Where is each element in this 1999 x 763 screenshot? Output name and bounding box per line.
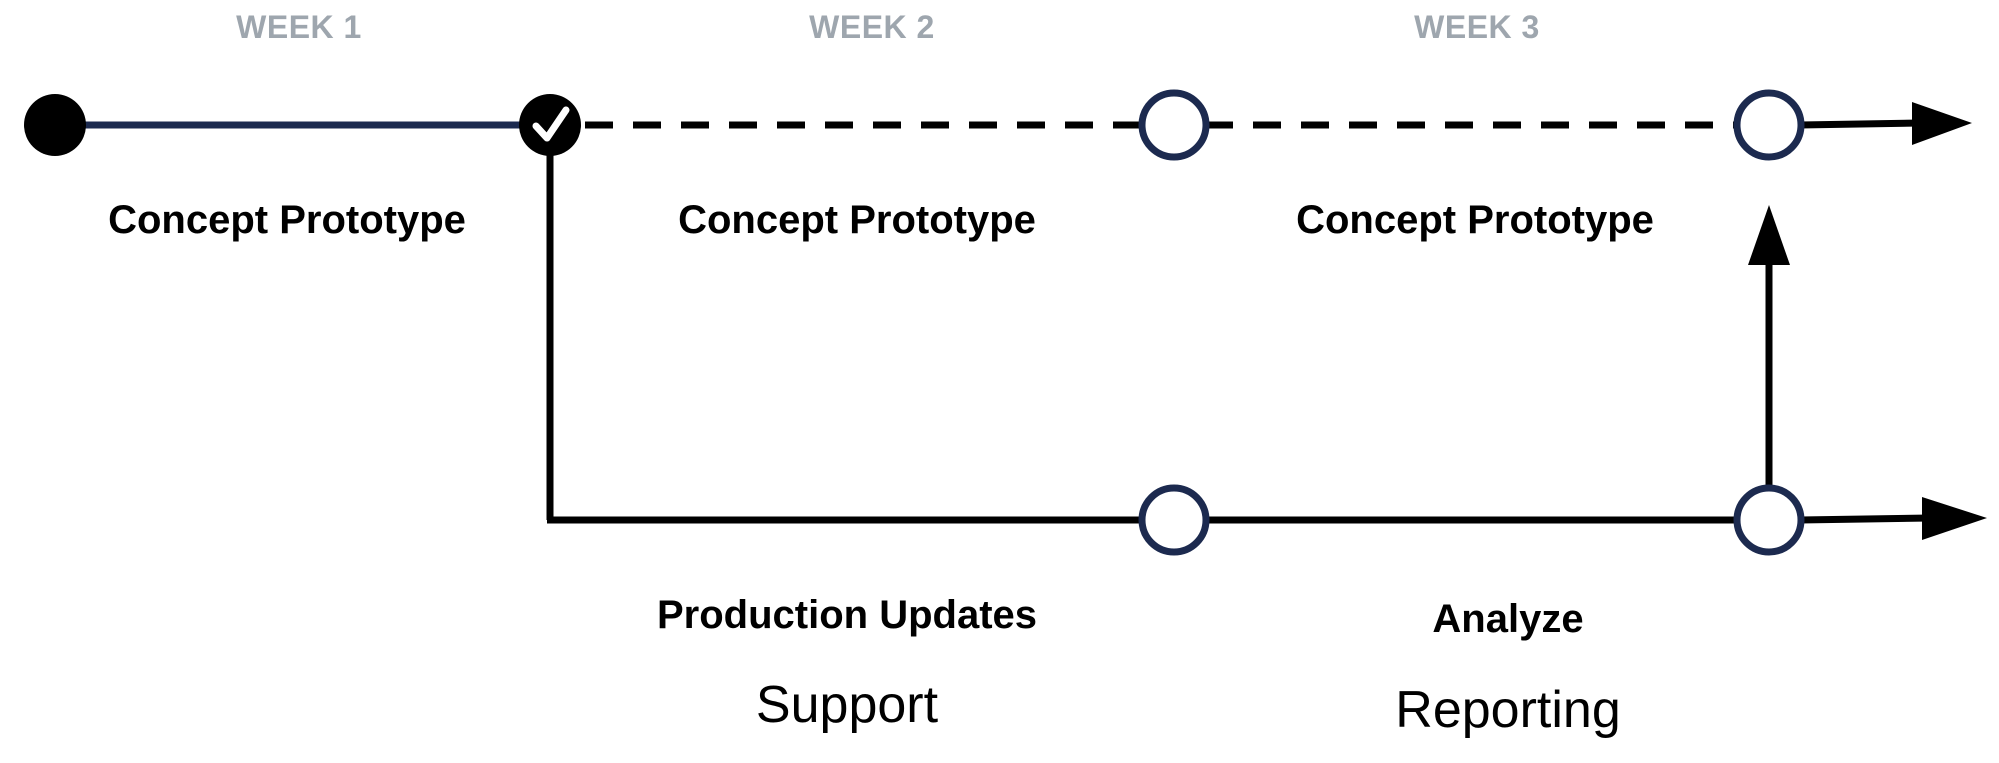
bottom-track-arrow-line (1799, 514, 1931, 524)
bottom-node-week3-hollow-circle-icon (1733, 484, 1805, 556)
top-node-week2-hollow-circle-icon (1138, 89, 1210, 161)
week-3-label: WEEK 3 (1414, 9, 1540, 45)
bottom-sublabel-1: Support (756, 676, 939, 734)
top-stage-label-1: Concept Prototype (108, 198, 466, 242)
top-stage-label-3: Concept Prototype (1296, 198, 1654, 242)
top-arrowhead-icon (1912, 102, 1972, 145)
top-node-week3-hollow-circle-icon (1733, 89, 1805, 161)
checkpoint-check-icon (519, 94, 581, 156)
top-track-arrow-line (1799, 119, 1921, 129)
bottom-sublabel-2: Reporting (1395, 681, 1620, 739)
bottom-arrowhead-icon (1922, 497, 1987, 540)
up-arrowhead-icon (1748, 205, 1790, 265)
week-2-label: WEEK 2 (809, 9, 935, 45)
week-1-label: WEEK 1 (236, 9, 362, 45)
bottom-stage-label-2: Analyze (1432, 597, 1583, 641)
start-filled-dot-icon (24, 94, 86, 156)
bottom-stage-label-1: Production Updates (657, 593, 1037, 637)
bottom-node-week2-hollow-circle-icon (1138, 484, 1210, 556)
top-stage-label-2: Concept Prototype (678, 198, 1036, 242)
